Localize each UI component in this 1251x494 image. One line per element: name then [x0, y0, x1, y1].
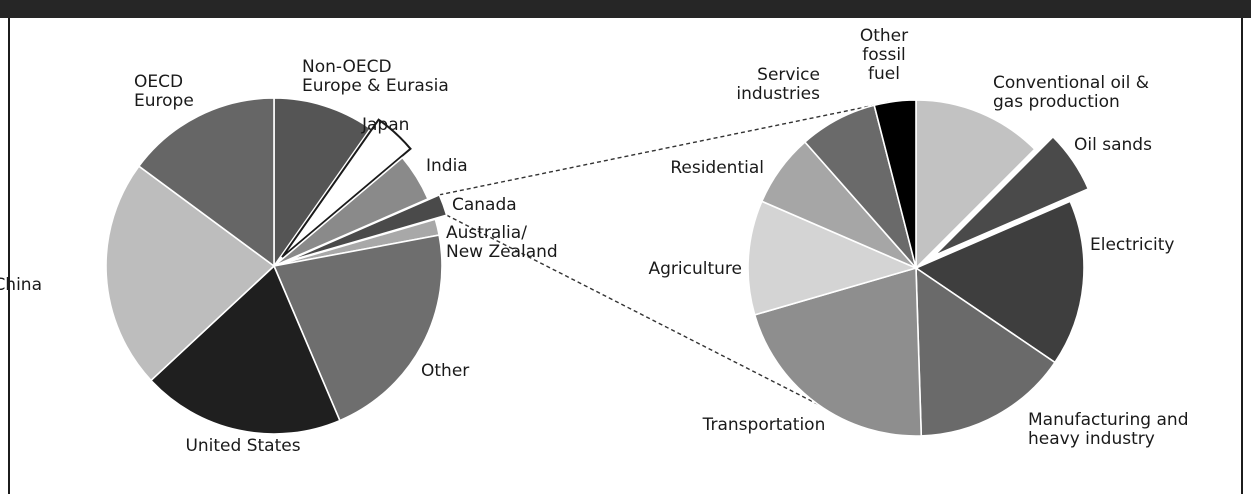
- slice-label-oil-sands: Oil sands: [1074, 135, 1152, 155]
- slice-label-line: Other: [860, 26, 908, 46]
- slice-label-line: Electricity: [1090, 235, 1174, 255]
- slice-label-australia-new-zealand: Australia/New Zealand: [446, 223, 558, 262]
- slice-label-canada: Canada: [452, 195, 517, 215]
- pie-slice-china: [105, 165, 276, 382]
- slice-label-line: New Zealand: [446, 242, 558, 262]
- pie-slice-electricity: [914, 200, 1085, 364]
- pie-slice-oil-sands: [933, 135, 1090, 257]
- pie-slice-manufacturing-and-heavy-industry: [915, 266, 1057, 437]
- slice-label-line: fossil: [862, 45, 906, 65]
- slice-label-line: United States: [185, 436, 300, 456]
- pie-slice-canada: [284, 193, 448, 263]
- pie-slice-japan: [281, 118, 412, 258]
- slice-label-conventional-oil-gas-production: Conventional oil &gas production: [993, 73, 1149, 112]
- slice-label-line: Agriculture: [649, 259, 743, 279]
- slice-label-line: Australia/: [446, 223, 527, 243]
- pie-slice-transportation: [753, 266, 923, 437]
- slice-label-line: Service: [757, 65, 820, 85]
- connector-line-bottom: [446, 214, 865, 429]
- slice-label-other: Other: [421, 361, 469, 381]
- slice-label-line: industries: [736, 84, 820, 104]
- connector-lines: [439, 101, 890, 429]
- pie-slice-conventional-oil-gas-production: [915, 99, 1036, 270]
- figure-frame: [8, 18, 1243, 494]
- slice-label-line: Europe & Eurasia: [302, 76, 449, 96]
- slice-label-line: Residential: [670, 158, 764, 178]
- pie-slice-non-oecd-europe-eurasia: [273, 97, 372, 269]
- slice-label-line: OECD: [134, 72, 183, 92]
- pie-slice-other: [272, 234, 443, 422]
- slice-label-line: Other: [421, 361, 469, 381]
- slice-label-residential: Residential: [670, 158, 764, 178]
- pie-slice-other-fossil-fuel: [873, 99, 917, 269]
- pie-slice-united-states: [149, 264, 341, 435]
- slice-label-china: China: [0, 275, 42, 295]
- slice-label-line: China: [0, 275, 42, 295]
- slice-label-line: Europe: [134, 91, 194, 111]
- slice-label-transportation: Transportation: [702, 415, 826, 435]
- slice-label-line: gas production: [993, 92, 1120, 112]
- pie-slice-agriculture: [747, 200, 919, 316]
- slice-label-japan: Japan: [361, 115, 409, 135]
- slice-label-india: India: [426, 156, 468, 176]
- pie-slice-oecd-europe: [137, 97, 275, 268]
- slice-label-united-states: United States: [185, 436, 300, 456]
- slice-label-line: Japan: [361, 115, 409, 135]
- slice-label-line: Non-OECD: [302, 57, 392, 77]
- slice-label-line: Oil sands: [1074, 135, 1152, 155]
- slice-label-line: Conventional oil &: [993, 73, 1149, 93]
- top-bar: [0, 0, 1251, 18]
- slice-label-electricity: Electricity: [1090, 235, 1174, 255]
- slice-label-line: Canada: [452, 195, 517, 215]
- slice-label-line: India: [426, 156, 468, 176]
- slice-label-line: heavy industry: [1028, 429, 1155, 449]
- slice-label-line: Transportation: [702, 415, 826, 435]
- slice-label-line: fuel: [868, 64, 900, 84]
- slice-label-agriculture: Agriculture: [649, 259, 743, 279]
- slice-label-line: Manufacturing and: [1028, 410, 1189, 430]
